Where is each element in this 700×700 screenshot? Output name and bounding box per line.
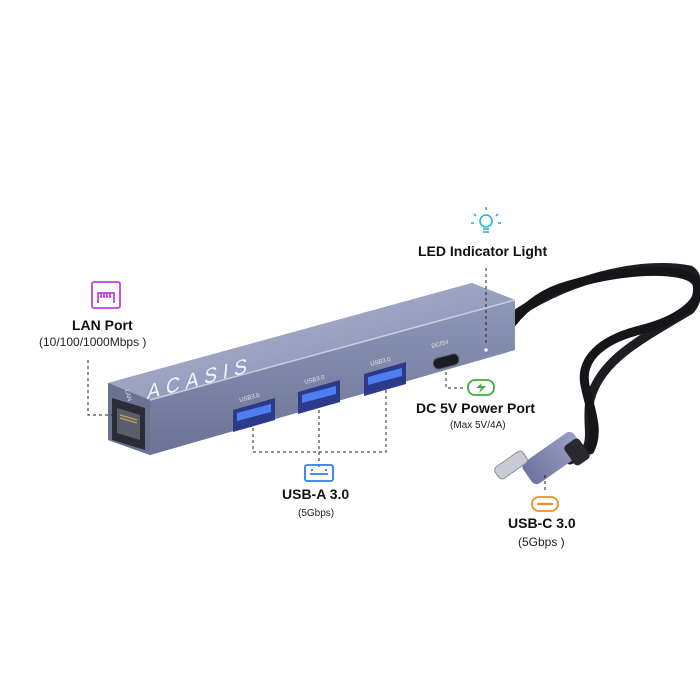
usb-a-port-1	[233, 398, 275, 432]
leader-lines	[87, 268, 546, 490]
usb-c-cable	[494, 263, 700, 485]
ethernet-port-icon	[91, 281, 121, 309]
dc-callout-detail: (Max 5V/4A)	[450, 420, 506, 431]
lan-port	[112, 398, 145, 450]
usba-callout-title: USB-A 3.0	[282, 486, 350, 502]
usb-a-port-3	[364, 362, 406, 396]
lan-callout-detail: (10/100/1000Mbps )	[39, 335, 147, 349]
light-bulb-icon	[471, 207, 501, 233]
usb-c-port-icon	[531, 496, 559, 512]
dc-callout-title: DC 5V Power Port	[416, 400, 536, 416]
usb-c-connector	[494, 431, 590, 485]
usb-a-port-2	[298, 380, 340, 414]
usb-mark-3: USB3.0	[370, 357, 392, 368]
led-indicator	[484, 348, 488, 352]
lan-callout-title: LAN Port	[72, 317, 133, 333]
usbc-callout-title: USB-C 3.0	[508, 515, 576, 531]
usba-callout-detail: (5Gbps)	[298, 508, 335, 519]
usbc-callout-detail: (5Gbps )	[518, 535, 565, 549]
dc-power-port	[432, 353, 460, 370]
lan-mark: LAN	[123, 389, 132, 402]
led-callout-title: LED Indicator Light	[418, 243, 548, 259]
dc-mark: DC/5V	[431, 340, 450, 350]
usb-mark-1: USB3.0	[239, 393, 261, 404]
usb-mark-2: USB3.0	[304, 375, 326, 386]
charging-battery-icon	[467, 379, 495, 396]
usb-a-port-icon	[304, 464, 334, 482]
